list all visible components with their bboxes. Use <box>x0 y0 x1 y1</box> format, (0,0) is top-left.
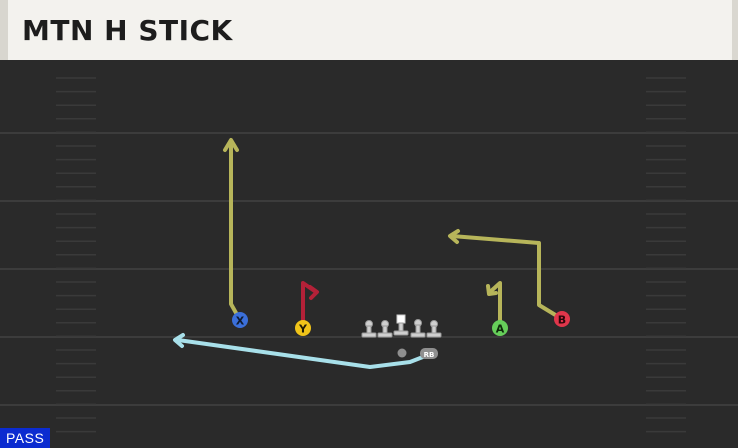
route-rb-arrowhead <box>173 333 185 348</box>
lineman <box>377 320 393 338</box>
lineman <box>426 320 442 338</box>
player-a-marker <box>492 320 508 336</box>
player-rb[interactable]: RB <box>420 348 438 359</box>
hash-marks-left <box>56 77 96 433</box>
route-a-stick <box>488 281 502 329</box>
lineman <box>410 319 426 338</box>
yard-lines <box>0 132 738 406</box>
player-x[interactable]: X <box>232 312 248 328</box>
center <box>393 314 409 336</box>
route-b-corner <box>450 234 564 321</box>
route-y-arrowhead <box>308 285 319 300</box>
player-rb-marker <box>420 348 438 359</box>
route-a-arrowhead <box>486 284 498 296</box>
player-y-marker <box>295 320 311 336</box>
lineman <box>361 320 377 338</box>
route-x-go <box>229 140 242 322</box>
player-y-label: Y <box>298 323 308 336</box>
header-edge <box>732 0 738 60</box>
play-header: MTN H STICK <box>0 0 738 60</box>
hash-marks-right <box>646 77 686 433</box>
offensive-line <box>361 314 442 338</box>
player-b-label: B <box>558 314 566 327</box>
route-x-arrowhead <box>223 138 239 152</box>
play-title: MTN H STICK <box>22 14 233 47</box>
route-b-arrowhead <box>448 229 460 244</box>
player-y[interactable]: Y <box>295 320 311 336</box>
quarterback-marker <box>397 348 407 358</box>
player-b[interactable]: B <box>554 311 570 327</box>
player-x-label: X <box>236 315 245 328</box>
play-type-badge: PASS <box>0 428 51 448</box>
player-x-marker <box>232 312 248 328</box>
route-rb-swing <box>176 338 430 369</box>
player-b-marker <box>554 311 570 327</box>
header-accent <box>0 0 8 60</box>
player-a[interactable]: A <box>492 320 508 336</box>
field <box>0 60 738 448</box>
player-a-label: A <box>496 323 505 336</box>
player-rb-label: RB <box>424 351 435 359</box>
